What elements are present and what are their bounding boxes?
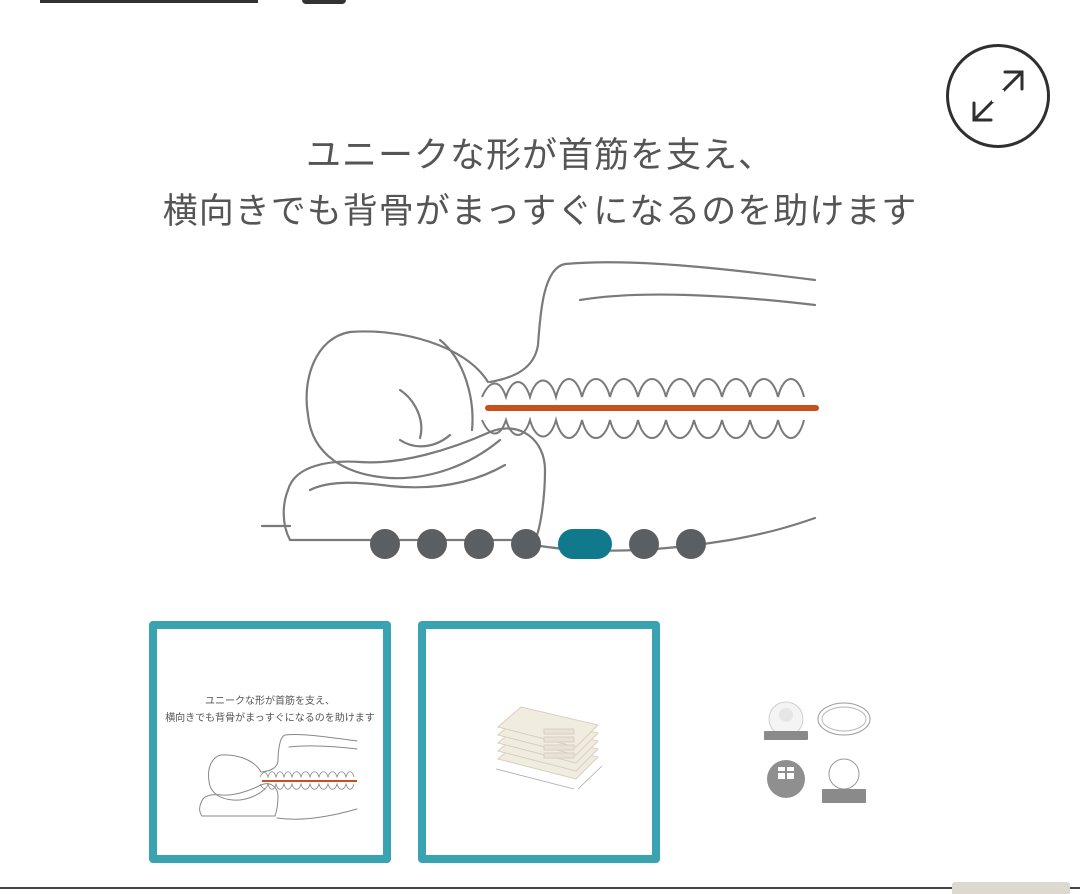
carousel-dot-4[interactable] [511,529,541,559]
bottom-tab[interactable] [952,882,1070,894]
thumbnail-3-badges [764,701,871,803]
carousel-dot-7[interactable] [676,529,706,559]
expand-button[interactable] [946,44,1050,148]
thumbnail-3[interactable] [688,621,930,863]
carousel-dot-5-active[interactable] [558,529,612,559]
carousel-dot-1[interactable] [370,529,400,559]
thumbnail-1-title: ユニークな形が首筋を支え、 横向きでも背骨がまっすぐになるのを助けます [157,693,383,727]
hero-title-line-2: 横向きでも背骨がまっすぐになるのを助けます [162,192,918,232]
expand-arrows-icon [972,70,1024,122]
thumbnail-1-title-line-1: ユニークな形が首筋を支え、 [205,696,335,707]
bottom-divider [0,887,1080,889]
pillow-sleeper-illustration [260,261,819,552]
top-bar-line [40,0,258,3]
thumbnail-1-title-line-2: 横向きでも背骨がまっすぐになるのを助けます [165,713,375,724]
carousel-dot-2[interactable] [417,529,447,559]
carousel-dot-6[interactable] [629,529,659,559]
thumbnail-2-pillow-stack [495,706,603,790]
hero-title: ユニークな形が首筋を支え、 横向きでも背骨がまっすぐになるのを助けます [0,128,1080,240]
carousel-pagination [370,529,723,559]
thumbnail-1[interactable]: ユニークな形が首筋を支え、 横向きでも背骨がまっすぐになるのを助けます [149,621,391,863]
thumbnail-1-illustration [199,733,358,820]
carousel-dot-3[interactable] [464,529,494,559]
thumbnail-2[interactable] [418,621,660,863]
hero-title-line-1: ユニークな形が首筋を支え、 [305,136,774,176]
top-bar-chip[interactable] [302,0,346,4]
